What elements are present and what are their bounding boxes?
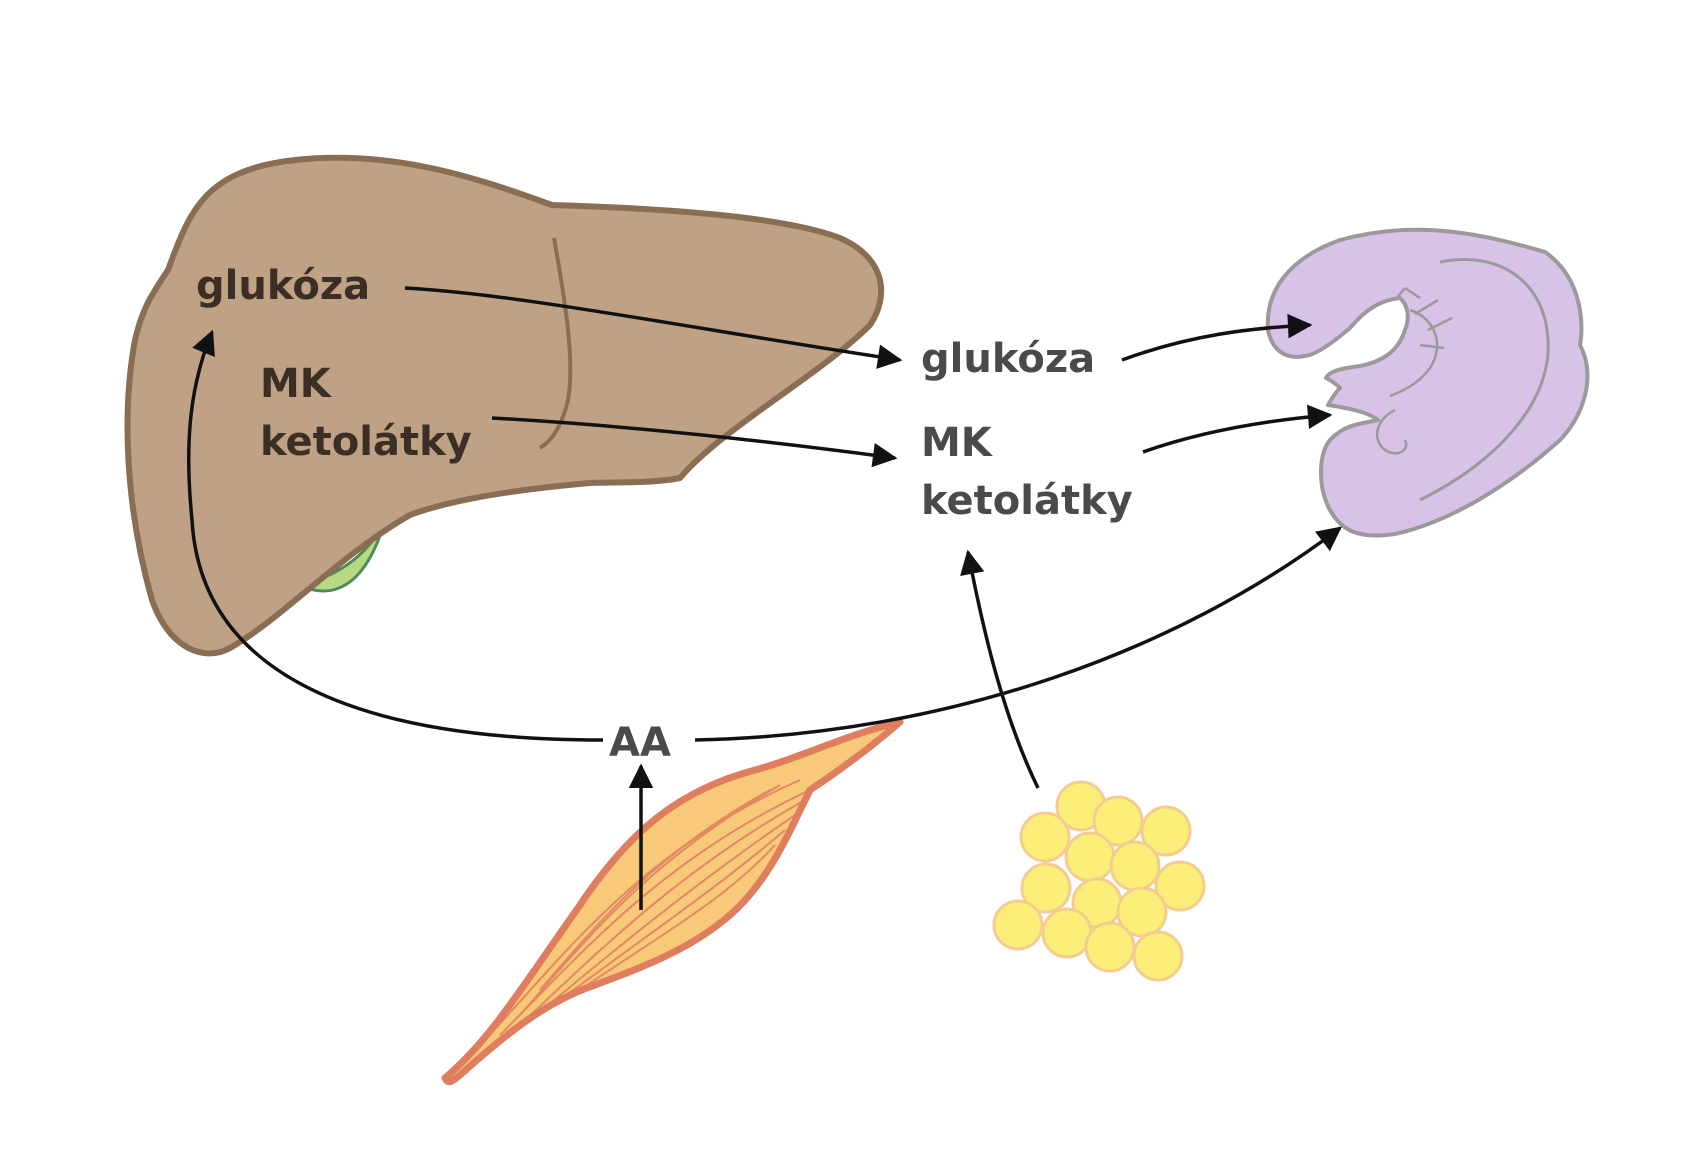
arrow-aa-to-embryo xyxy=(694,526,1342,742)
arrow-liver-glucose-to-blood xyxy=(404,286,903,369)
liver-glucose-label: glukóza xyxy=(196,263,371,309)
liver-mk-label: MK xyxy=(260,361,331,407)
muscle-icon xyxy=(441,718,904,1086)
blood-glucose-label: glukóza xyxy=(921,336,1096,382)
arrow-fat-to-blood-ketones xyxy=(960,549,1040,789)
amino-acids-label: AA xyxy=(609,720,671,766)
blood-ketones-label: ketolátky xyxy=(921,478,1133,524)
blood-mk-label: MK xyxy=(921,420,992,466)
arrow-aa-to-liver-glucose xyxy=(186,329,604,742)
arrow-liver-ketones-to-blood xyxy=(491,416,898,468)
fat-cells-icon xyxy=(992,780,1206,982)
arrow-blood-ketones-to-embryo xyxy=(1142,404,1333,454)
liver-ketones-label: ketolátky xyxy=(260,419,472,465)
embryo-icon xyxy=(1265,227,1590,538)
liver-icon xyxy=(124,154,885,657)
arrow-blood-glucose-to-embryo xyxy=(1121,313,1313,362)
